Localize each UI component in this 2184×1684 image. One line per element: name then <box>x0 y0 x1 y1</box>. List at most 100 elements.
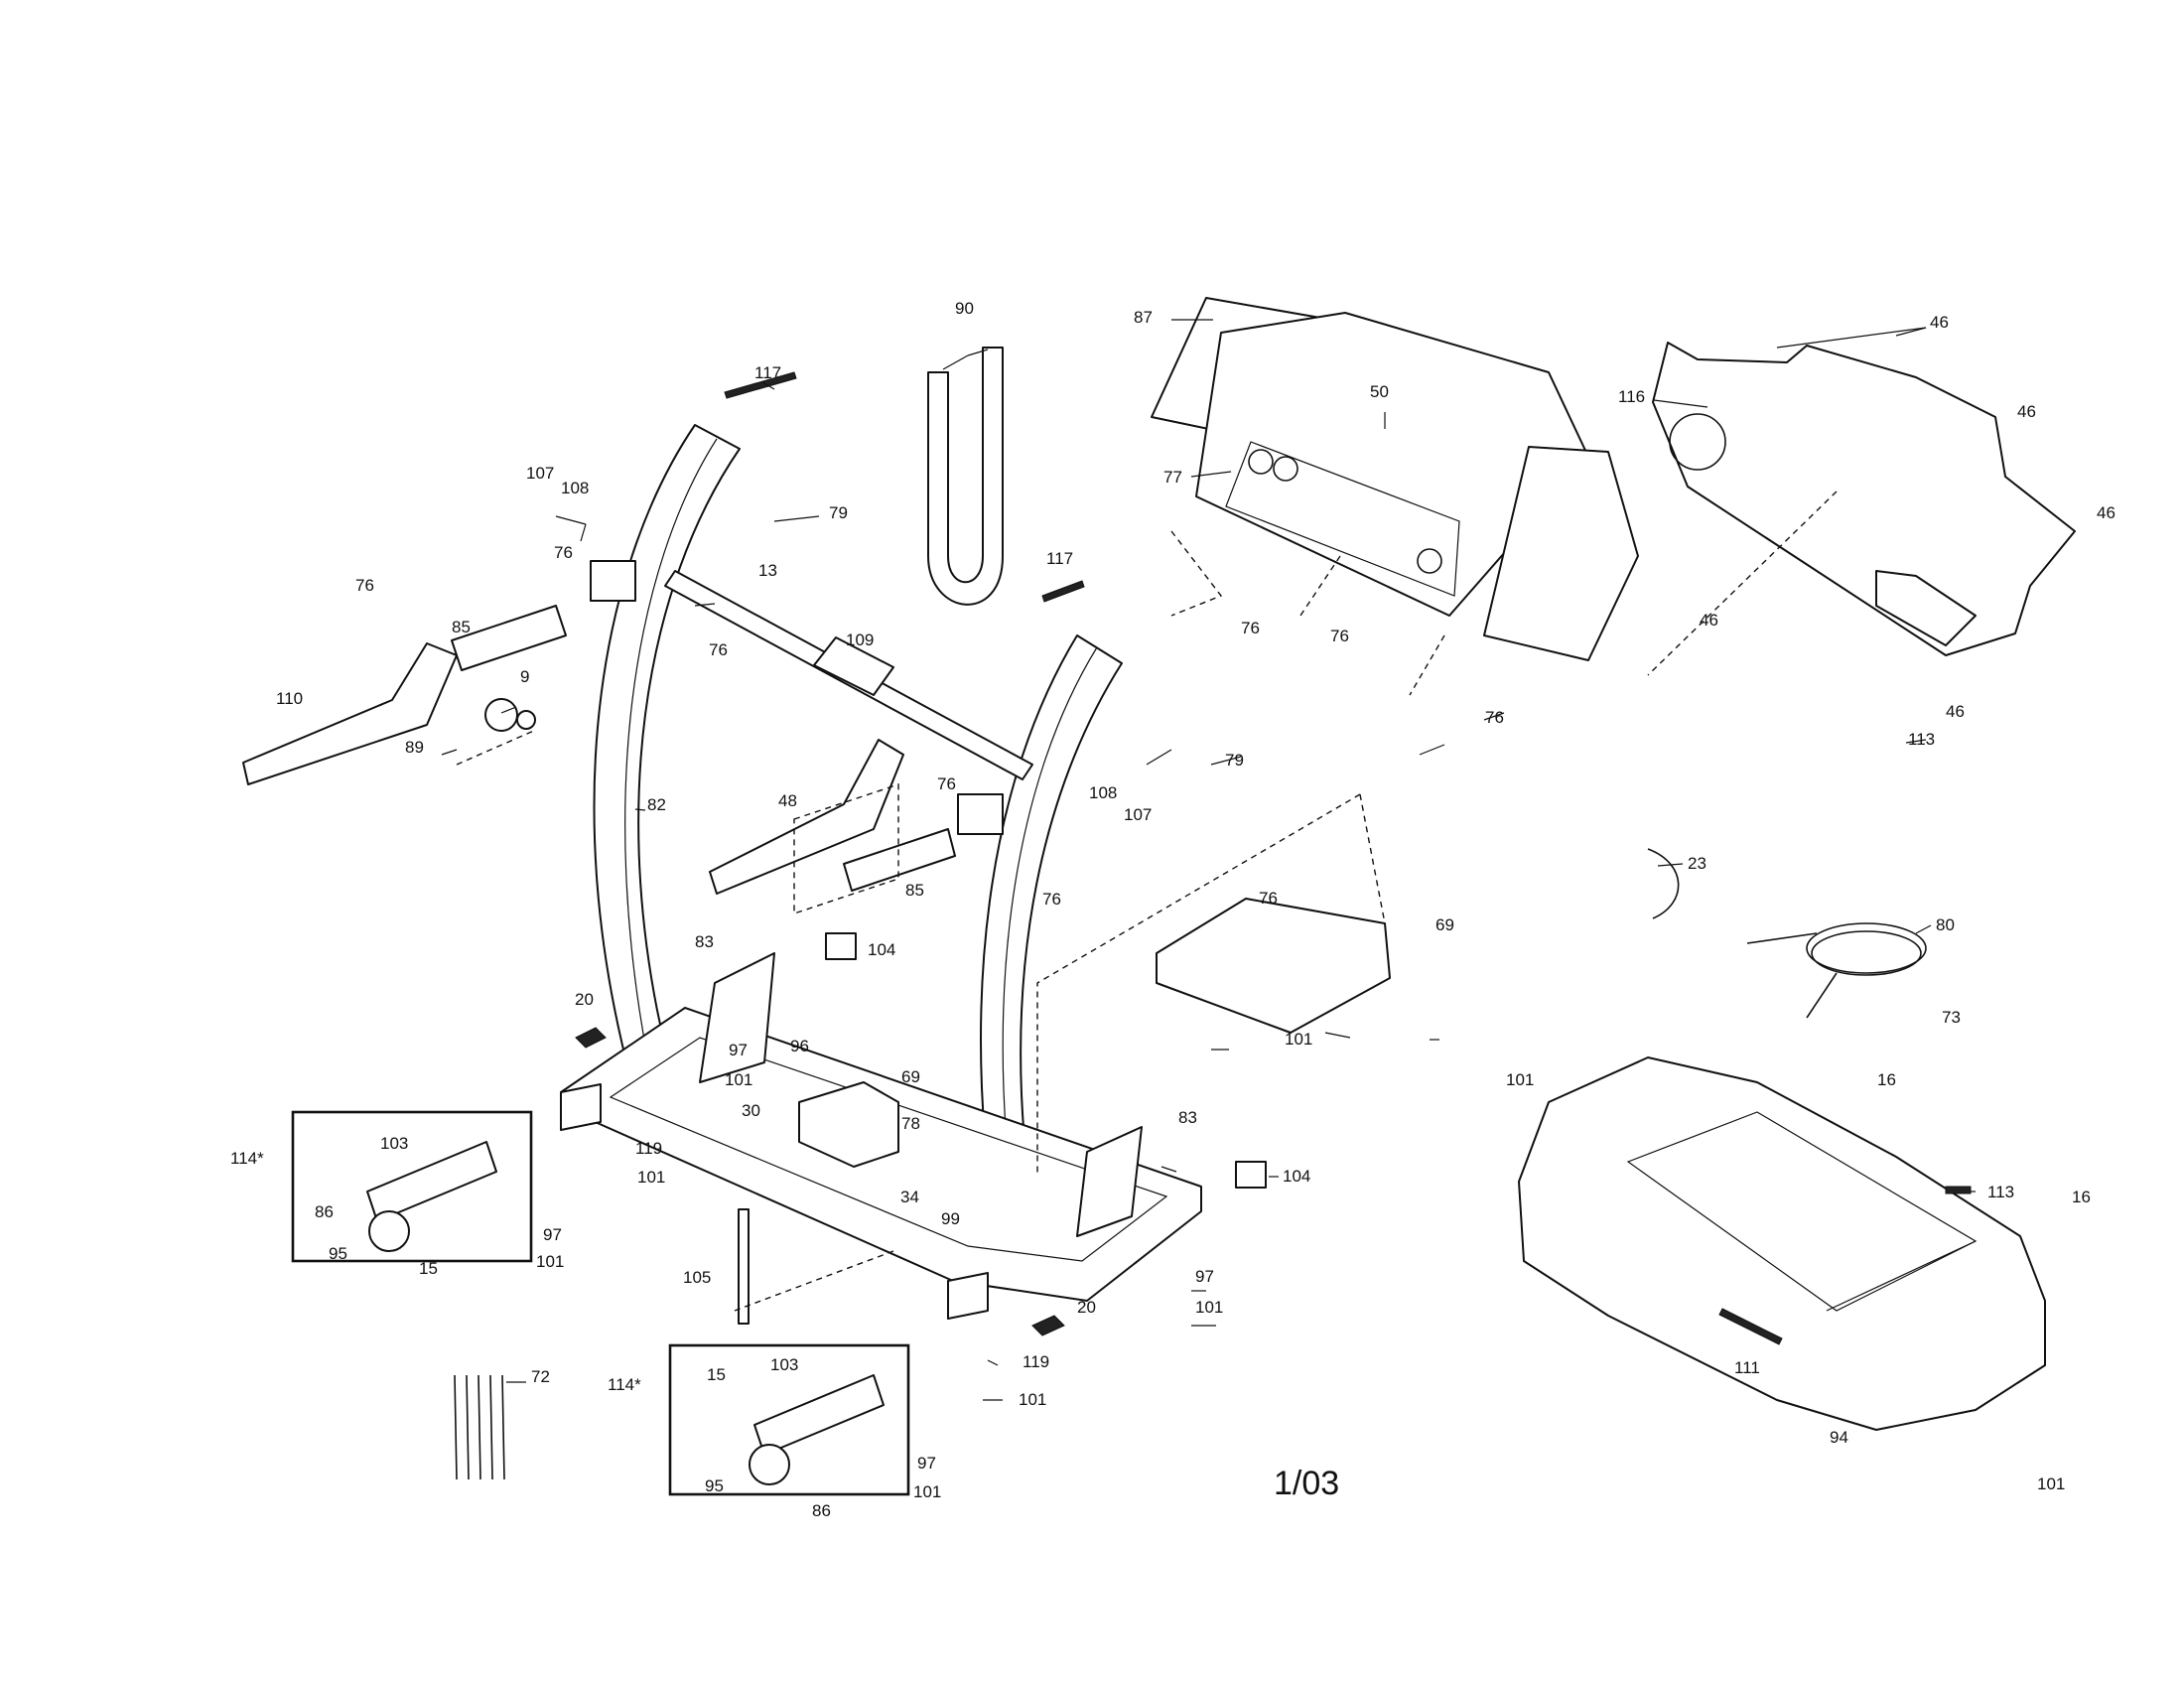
label-76-d: 76 <box>1241 619 1260 637</box>
label-108-a: 108 <box>561 479 589 497</box>
label-46-d: 46 <box>1700 611 1718 630</box>
motor-tray-69 <box>1156 898 1391 1034</box>
label-15-b: 15 <box>707 1365 726 1384</box>
label-108-b: 108 <box>1089 783 1117 802</box>
label-46-a: 46 <box>1930 313 1949 332</box>
label-101-h: 101 <box>1506 1070 1534 1089</box>
label-107-b: 107 <box>1124 805 1152 824</box>
label-97-d: 97 <box>917 1454 936 1473</box>
page-code: 1/03 <box>1274 1465 1339 1502</box>
label-80: 80 <box>1936 915 1955 934</box>
handrail-tube-85-right <box>843 828 956 892</box>
pad-20-b <box>1031 1315 1065 1336</box>
label-114-b: 114* <box>608 1375 641 1394</box>
part-labels: 90 117 117 87 50 46 46 46 46 46 116 77 1… <box>230 299 2116 1520</box>
label-97-c: 97 <box>1195 1267 1214 1286</box>
label-103-a: 103 <box>380 1134 408 1153</box>
guide-lines <box>456 491 1838 1312</box>
side-plate-left <box>699 952 775 1083</box>
label-83-a: 83 <box>695 932 714 951</box>
motor-hood-94 <box>1518 1056 2046 1431</box>
label-101-f: 101 <box>1019 1390 1046 1409</box>
label-119-b: 119 <box>1023 1352 1049 1371</box>
label-69-a: 69 <box>1435 915 1454 934</box>
knob-9 <box>484 698 536 732</box>
label-97-b: 97 <box>543 1225 562 1244</box>
handrail-48 <box>709 739 904 895</box>
crossbar-109 <box>664 570 1033 780</box>
label-46-e: 46 <box>1946 702 1965 721</box>
label-114-a: 114* <box>230 1149 264 1168</box>
pad-104-b <box>1235 1161 1267 1189</box>
label-101-a: 101 <box>1285 1030 1312 1049</box>
label-119-a: 119 <box>635 1139 662 1158</box>
label-101-e: 101 <box>1195 1298 1223 1317</box>
label-20-b: 20 <box>1077 1298 1096 1317</box>
strip-113 <box>1945 1186 1972 1194</box>
label-105: 105 <box>683 1268 711 1287</box>
label-79-a: 79 <box>829 503 848 522</box>
label-76-g: 76 <box>937 774 956 793</box>
label-9: 9 <box>520 667 529 686</box>
label-76-a: 76 <box>554 543 573 562</box>
label-101-b: 101 <box>725 1070 752 1089</box>
label-86-a: 86 <box>315 1202 334 1221</box>
label-109: 109 <box>846 631 874 649</box>
label-73: 73 <box>1942 1008 1961 1027</box>
label-13: 13 <box>758 561 777 580</box>
label-76-c: 76 <box>709 640 728 659</box>
motor-bracket-96 <box>798 1081 899 1168</box>
label-101-d: 101 <box>536 1252 564 1271</box>
label-117-a: 117 <box>754 363 781 382</box>
pad-20-a <box>575 1027 607 1049</box>
label-16-a: 16 <box>1877 1070 1896 1089</box>
label-34: 34 <box>900 1188 919 1206</box>
label-72: 72 <box>531 1367 550 1386</box>
label-113-b: 113 <box>1987 1183 2014 1201</box>
label-95-a: 95 <box>329 1244 347 1263</box>
label-104-b: 104 <box>1283 1167 1310 1186</box>
label-117-b: 117 <box>1046 549 1073 568</box>
label-85-a: 85 <box>452 618 471 636</box>
label-107-a: 107 <box>526 464 554 483</box>
label-76-f: 76 <box>1485 708 1504 727</box>
label-46-c: 46 <box>2097 503 2116 522</box>
label-30: 30 <box>742 1101 760 1120</box>
label-86-b: 86 <box>812 1501 831 1520</box>
label-20-a: 20 <box>575 990 594 1009</box>
label-113-a: 113 <box>1908 730 1935 749</box>
label-79-b: 79 <box>1225 751 1244 770</box>
label-85-b: 85 <box>905 881 924 900</box>
label-103-b: 103 <box>770 1355 798 1374</box>
caster-box-114-right <box>668 1343 910 1496</box>
label-46-b: 46 <box>2017 402 2036 421</box>
upright-left <box>593 424 741 1078</box>
label-116: 116 <box>1618 387 1645 406</box>
label-16-b: 16 <box>2072 1188 2091 1206</box>
label-76-e: 76 <box>1330 627 1349 645</box>
label-101-c: 101 <box>637 1168 665 1187</box>
ties-72 <box>454 1374 505 1480</box>
label-23: 23 <box>1688 854 1706 873</box>
label-76-h: 76 <box>1259 889 1278 908</box>
cable-80 <box>1746 922 1927 1019</box>
label-96: 96 <box>790 1037 809 1055</box>
label-97-a: 97 <box>729 1041 748 1059</box>
label-15-a: 15 <box>419 1259 438 1278</box>
label-83-b: 83 <box>1178 1108 1197 1127</box>
bracket-right <box>957 793 1004 835</box>
label-101-g: 101 <box>913 1482 941 1501</box>
handrail-tube-85-left <box>451 605 567 671</box>
label-69-b: 69 <box>901 1067 920 1086</box>
label-110: 110 <box>276 689 303 708</box>
label-90: 90 <box>955 299 974 318</box>
label-89: 89 <box>405 738 424 757</box>
console-87 <box>1151 297 1639 661</box>
label-76-i: 76 <box>1042 890 1061 909</box>
label-94: 94 <box>1830 1428 1848 1447</box>
label-76-b: 76 <box>355 576 374 595</box>
bracket-left <box>590 560 636 602</box>
label-82: 82 <box>647 795 666 814</box>
label-77: 77 <box>1163 468 1182 487</box>
